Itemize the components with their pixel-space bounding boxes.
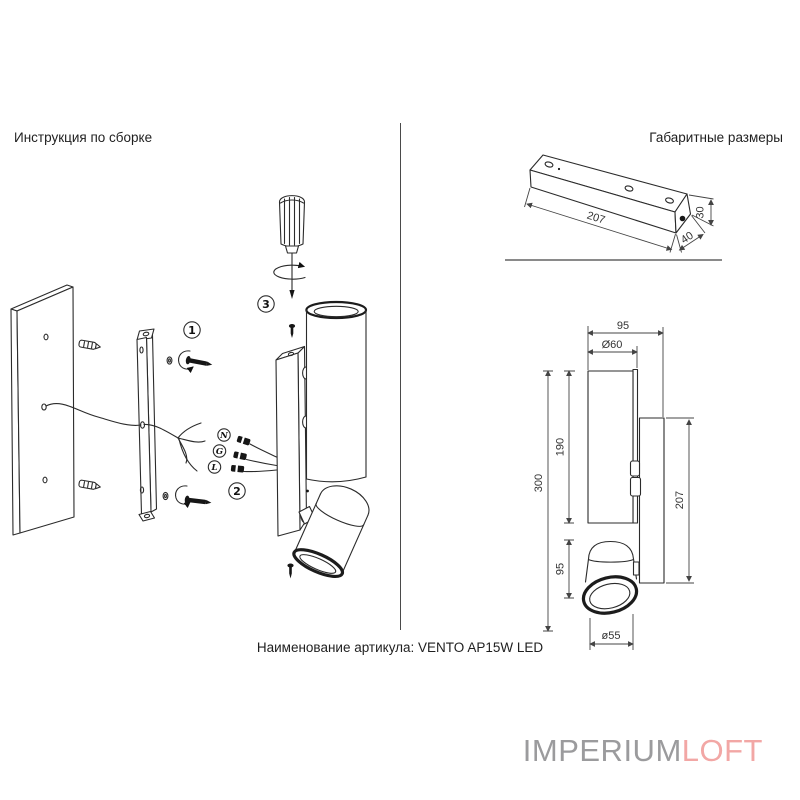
head-diameter-dimension: ø55 [589, 614, 634, 650]
spotlight-head [292, 485, 370, 579]
overall-width-value: 95 [617, 320, 629, 332]
overall-height-dimension: 300 [533, 370, 553, 632]
article-label: Наименование артикула: VENTO AP15W LED [256, 640, 544, 655]
assembly-diagram: 1 2 N G L [10, 195, 370, 579]
tube-diameter-value: Ø60 [602, 339, 623, 351]
head-length-value: 95 [555, 563, 567, 575]
bracket-length-value: 207 [585, 210, 606, 227]
dimensions-section-title: Габаритные размеры [649, 130, 783, 145]
power-cable [45, 403, 206, 472]
backplate-length-value: 207 [674, 491, 686, 509]
brand-name-accent: LOFT [681, 733, 763, 768]
bracket-isometric [529, 154, 692, 234]
head-length-dimension: 95 [555, 539, 574, 599]
bracket-depth-value: 40 [679, 230, 696, 247]
small-screw-bottom [287, 563, 294, 579]
rotation-arrow [273, 261, 306, 280]
overall-height-value: 300 [533, 474, 545, 492]
wire-connectors [230, 435, 278, 473]
wire-label-n: N [219, 431, 229, 441]
wall-anchor-bottom [78, 479, 101, 490]
wire-terminal-labels: N G L [207, 428, 231, 474]
small-screw-top [288, 324, 296, 338]
wire-label-l: L [211, 463, 218, 473]
brand-logo: IMPERIUMLOFT [523, 733, 763, 769]
step-3-number: 3 [262, 298, 270, 311]
bracket-height-value: 30 [695, 206, 707, 218]
vertical-divider [400, 123, 401, 630]
tube-length-value: 190 [555, 438, 567, 456]
tube-diameter-dimension: Ø60 [587, 339, 638, 368]
step-2-badge: 2 [228, 482, 246, 500]
brand-name-primary: IMPERIUM [522, 733, 682, 768]
step-3-badge: 3 [257, 295, 275, 313]
wall-anchor-top [78, 339, 101, 350]
screwdriver [273, 195, 306, 299]
backplate-length-dimension: 207 [666, 417, 694, 584]
lamp-column [275, 345, 308, 537]
step-2-fastener [162, 485, 212, 509]
lamp-tube [302, 300, 368, 483]
step-2-number: 2 [233, 485, 241, 498]
bracket-length-dimension: 207 [524, 187, 676, 253]
horizontal-divider [505, 259, 722, 261]
head-diameter-value: ø55 [602, 630, 621, 642]
assembly-section-title: Инструкция по сборке [14, 130, 153, 145]
step-1-number: 1 [188, 324, 196, 337]
spotlight-side-view [581, 540, 640, 615]
step-1-badge: 1 [183, 321, 201, 339]
bracket-depth-dimension: 40 [676, 215, 706, 253]
wire-label-g: G [216, 447, 223, 457]
bracket-height-dimension: 30 [688, 194, 714, 227]
side-view-dimension-drawing: 95 Ø60 190 300 95 207 [533, 320, 694, 650]
step-1-fastener [166, 350, 213, 374]
wall-panel [10, 284, 75, 536]
fixture-side-view [581, 368, 665, 615]
mounting-strip [136, 328, 158, 522]
overall-width-dimension: 95 [587, 320, 664, 417]
tube-length-dimension: 190 [555, 370, 575, 524]
bracket-dimension-drawing: 207 40 30 [524, 154, 714, 253]
